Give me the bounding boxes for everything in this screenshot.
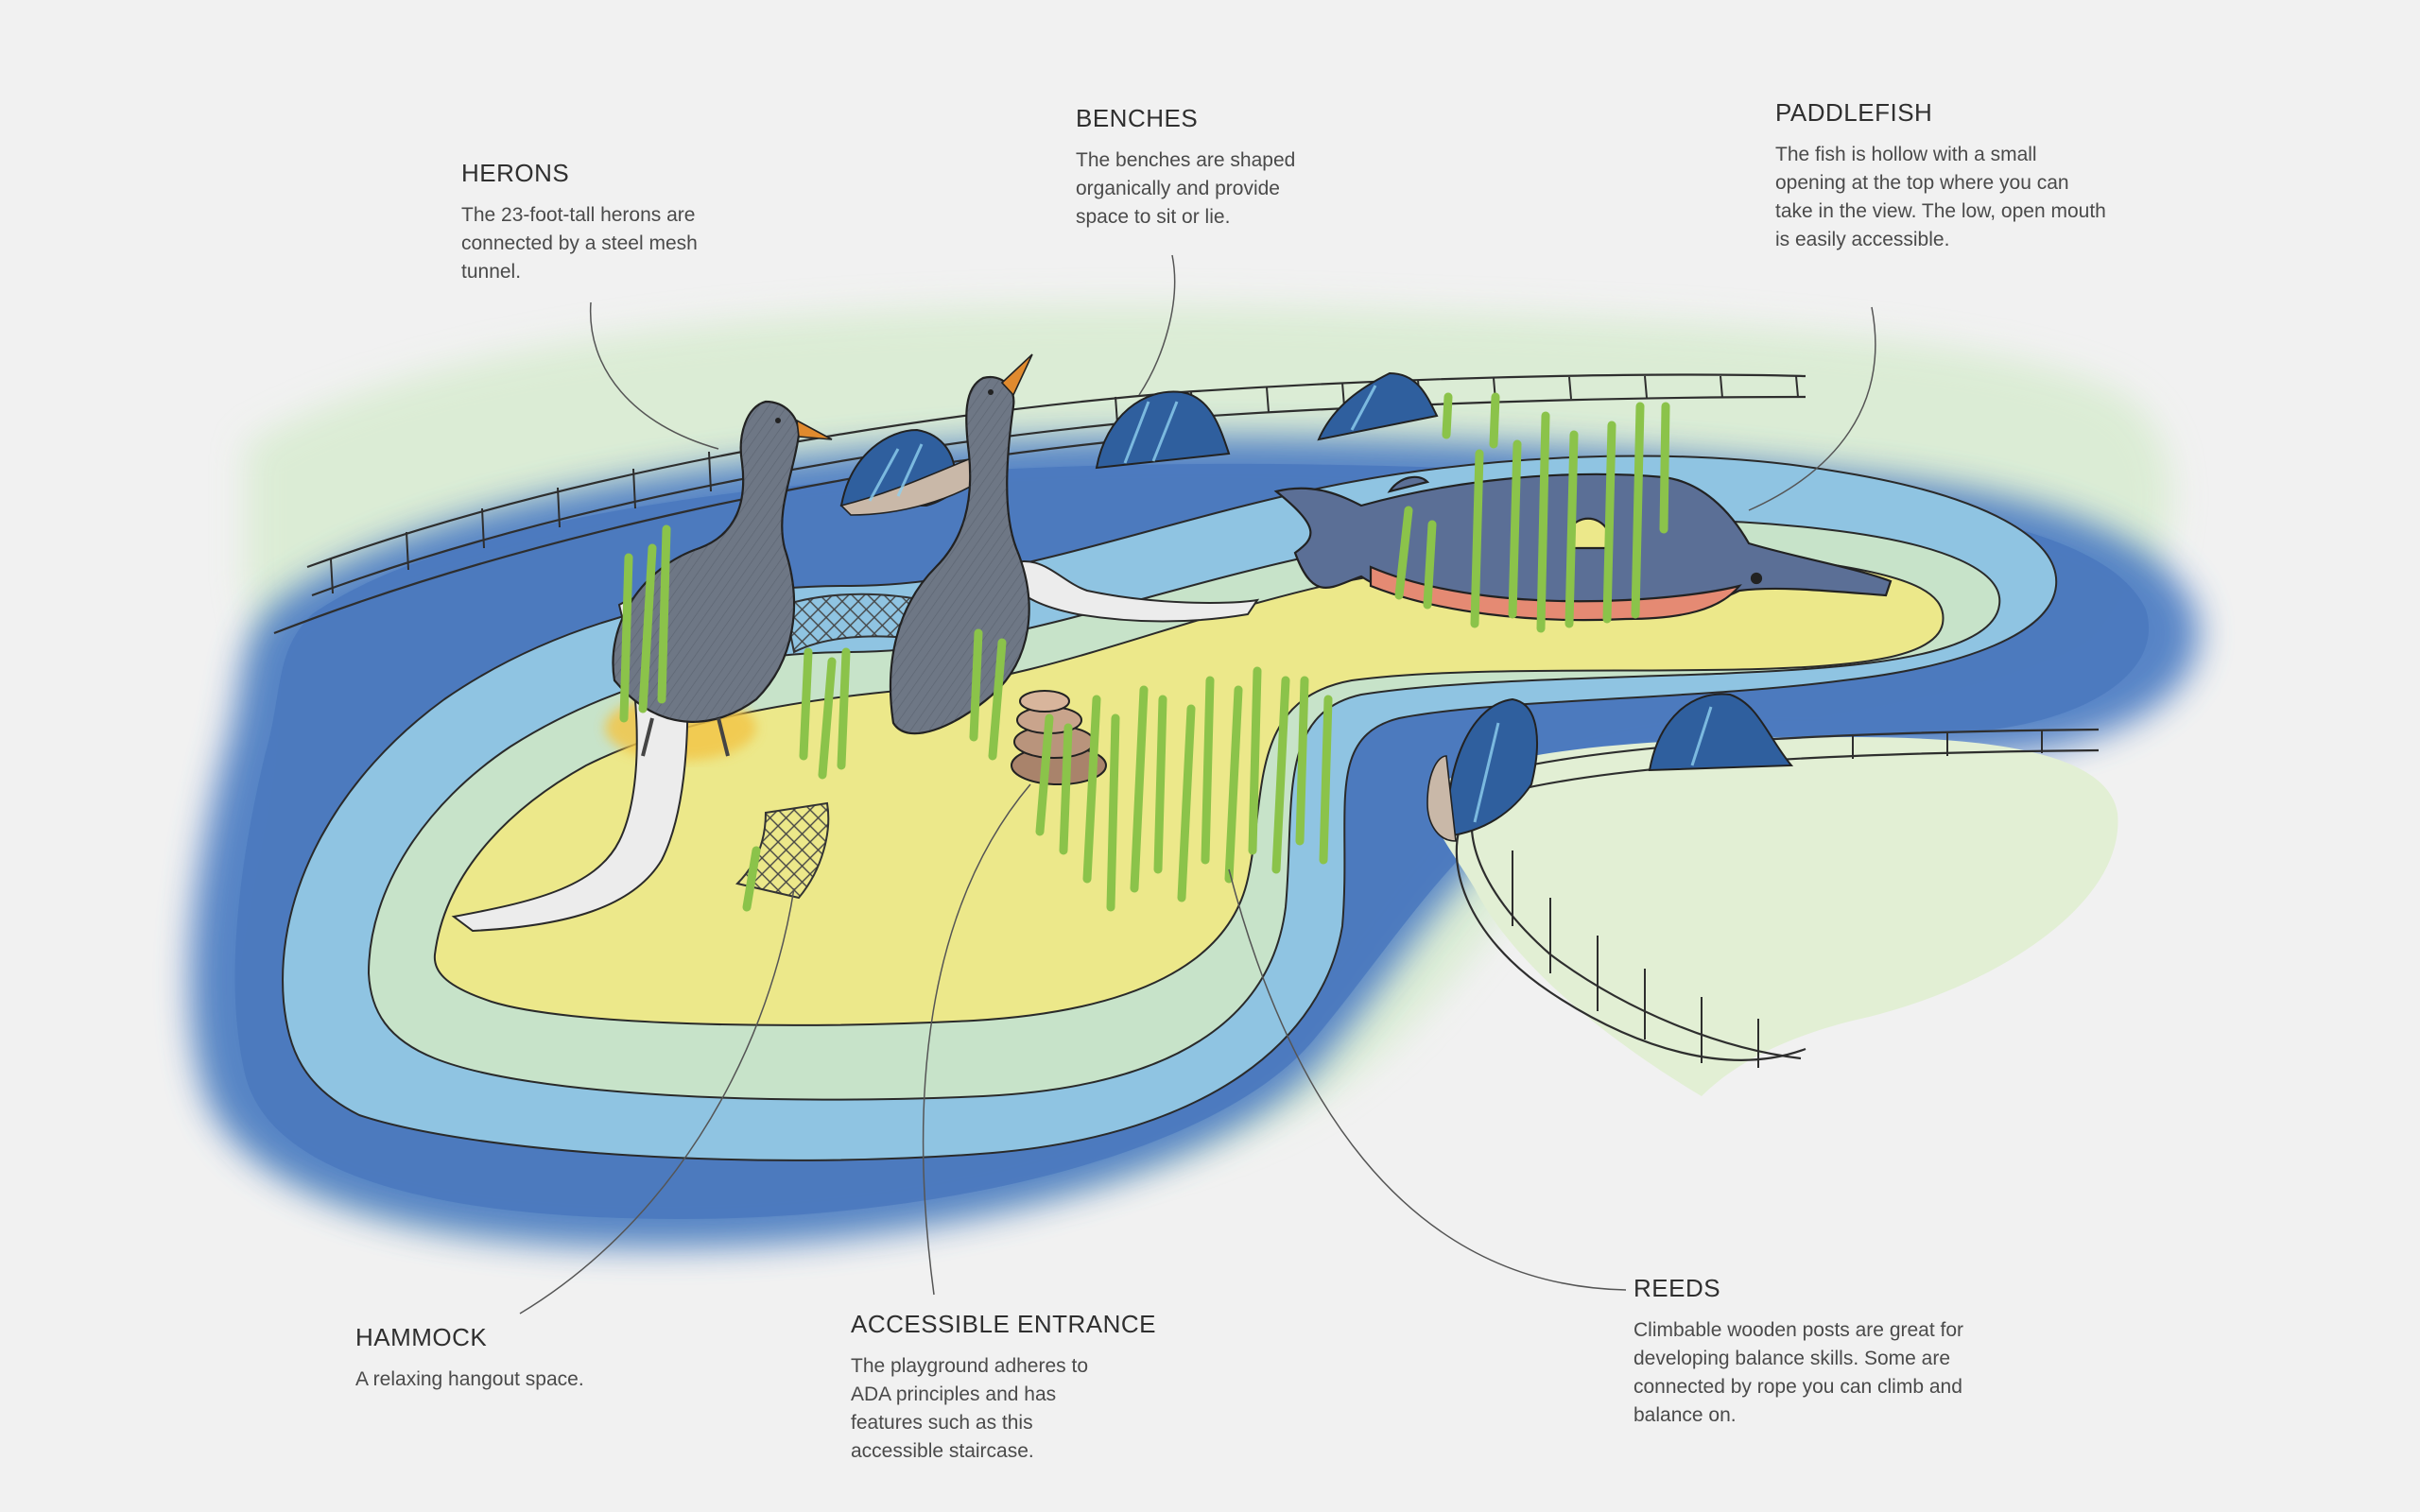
callout-title: REEDS (1634, 1274, 1721, 1302)
callout-paddlefish: PADDLEFISH The fish is hollow with a sma… (1775, 98, 2116, 254)
callout-title: PADDLEFISH (1775, 98, 1933, 127)
callout-hammock: HAMMOCK A relaxing hangout space. (355, 1323, 696, 1394)
leader-paddlefish (1748, 306, 1876, 511)
callout-description: Climbable wooden posts are great for dev… (1634, 1319, 1964, 1426)
callout-reeds: REEDS Climbable wooden posts are great f… (1634, 1274, 1974, 1430)
callout-title: HAMMOCK (355, 1323, 488, 1351)
callout-description: The 23-foot-tall herons are connected by… (461, 204, 698, 283)
leader-lines (519, 254, 1876, 1314)
callout-title: HERONS (461, 159, 570, 187)
callout-title: BENCHES (1076, 104, 1199, 132)
reeds (619, 392, 1670, 912)
callout-description: A relaxing hangout space. (355, 1368, 584, 1390)
leader-reeds (1228, 868, 1627, 1291)
leader-herons (589, 301, 719, 450)
callout-benches: BENCHES The benches are shaped organical… (1076, 104, 1416, 232)
benches (839, 371, 1794, 842)
callout-accessible-entrance: ACCESSIBLE ENTRANCE The playground adher… (851, 1310, 1191, 1466)
leader-hammock (519, 887, 795, 1314)
callout-title: ACCESSIBLE ENTRANCE (851, 1310, 1157, 1338)
callout-description: The benches are shaped organically and p… (1076, 149, 1296, 228)
hammock-net (735, 801, 830, 900)
callout-herons: HERONS The 23-foot-tall herons are conne… (461, 159, 802, 286)
callout-description: The playground adheres to ADA principles… (851, 1355, 1089, 1462)
leader-accessible-entrance (922, 783, 1031, 1296)
leader-benches (1138, 254, 1176, 396)
callout-description: The fish is hollow with a small opening … (1775, 144, 2106, 250)
grass-bank (1430, 737, 2118, 1096)
